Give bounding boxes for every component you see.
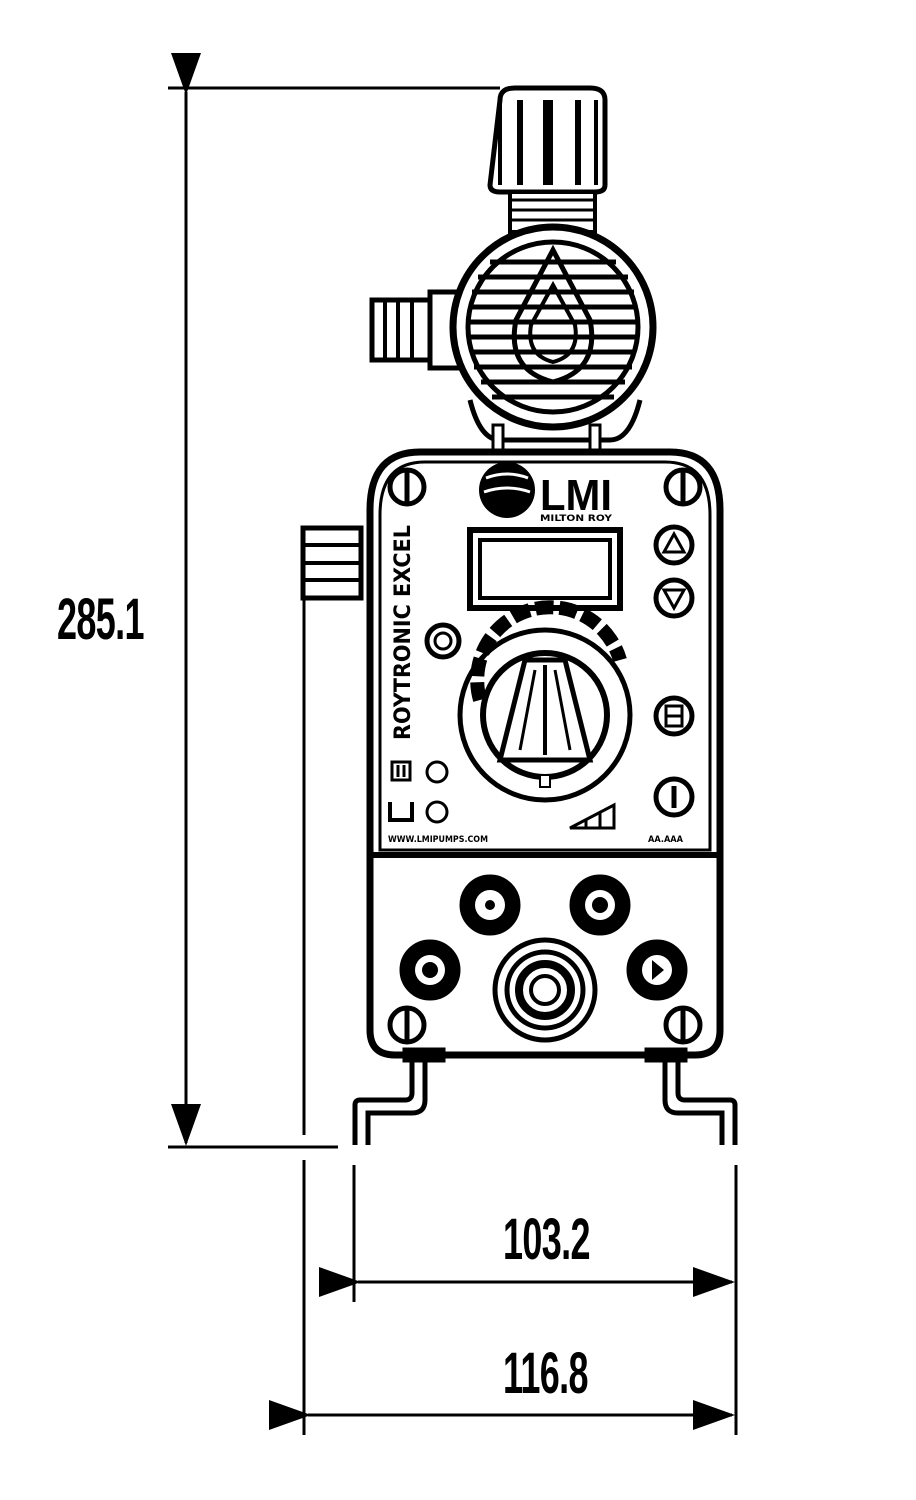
height-dimension — [168, 53, 500, 1149]
model-tag: AA.AAA — [648, 835, 683, 845]
stroke-knob[interactable] — [457, 600, 633, 803]
product-name: ROYTRONIC EXCEL — [391, 525, 416, 740]
up-arrow-button[interactable] — [653, 524, 695, 566]
height-dimension-label: 285.1 — [57, 587, 145, 652]
menu-button[interactable] — [653, 695, 695, 737]
connector-panel — [399, 874, 688, 1043]
down-arrow-icon — [661, 588, 687, 612]
discharge-valve — [487, 85, 608, 234]
width-dimensions — [269, 600, 738, 1435]
tank-icon — [388, 802, 414, 822]
settings-button[interactable] — [424, 622, 462, 660]
status-led-2 — [425, 800, 449, 824]
signal-level-icon — [569, 802, 616, 830]
lmi-logo: LMI MILTON ROY — [479, 462, 613, 524]
mounting-feet — [352, 1047, 738, 1145]
website-label: WWW.LMIPUMPS.COM — [388, 835, 488, 845]
pump-head — [369, 223, 657, 455]
outer-width-dimension-label: 116.8 — [503, 1341, 589, 1406]
pause-icon — [390, 760, 412, 782]
status-led-1 — [425, 760, 449, 784]
power-button[interactable] — [653, 776, 695, 818]
down-arrow-button[interactable] — [653, 577, 695, 619]
lcd-display — [467, 527, 623, 611]
logo-sub: MILTON ROY — [540, 514, 613, 524]
up-arrow-icon — [661, 530, 687, 554]
inner-width-dimension-label: 103.2 — [503, 1207, 591, 1272]
logo-text: LMI — [540, 471, 612, 520]
